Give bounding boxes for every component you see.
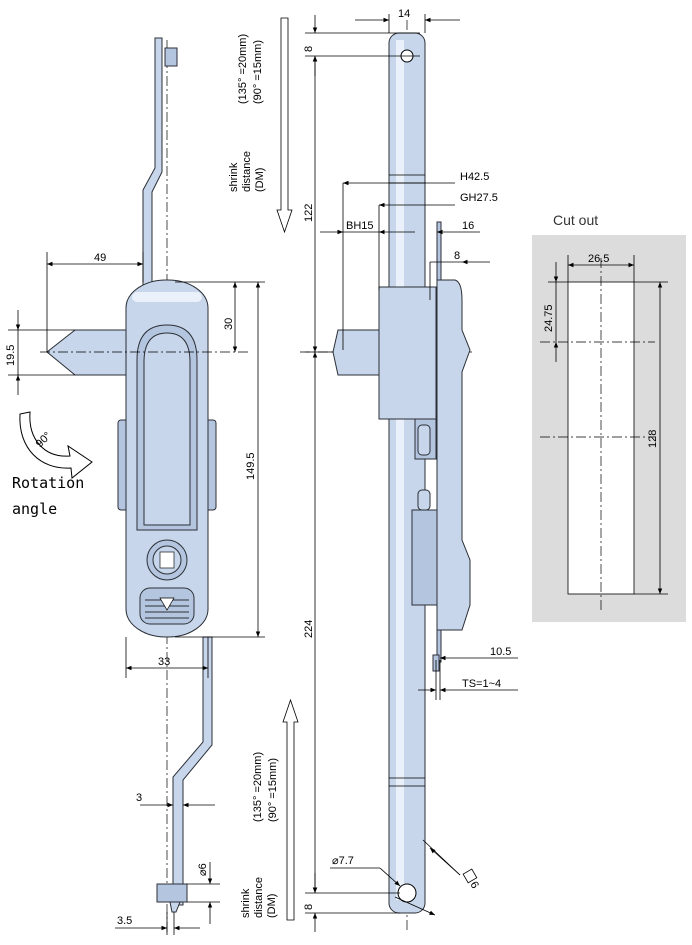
side-housing: [378, 286, 437, 420]
dim-8-bottom: 8: [303, 904, 315, 910]
cutout-title: Cut out: [553, 212, 598, 228]
dim-diameter-7-7: ⌀7.7: [332, 855, 354, 867]
dim-30: 30: [223, 318, 235, 330]
dim-diameter-6: ⌀6: [197, 863, 209, 876]
dim-ts: TS=1~4: [462, 678, 501, 690]
lower-rod: [172, 636, 213, 906]
side-rod: [388, 32, 426, 914]
dim-19-5: 19.5: [5, 345, 17, 366]
dim-10-5: 10.5: [490, 646, 511, 658]
annotation-texts: Rotation angle 90° 49 19.5 30 149.5 33 3…: [5, 8, 659, 927]
shrink-bottom-line3: shrink: [240, 888, 252, 918]
shrink-top-line2: (90° =15mm): [252, 40, 264, 104]
dim-bh15: BH15: [346, 220, 374, 232]
shrink-bottom-line4: distance: [253, 877, 265, 918]
dim-3-5: 3.5: [117, 915, 132, 927]
cutout-panel: [532, 235, 686, 622]
dim-16: 16: [462, 220, 474, 232]
shrink-top-line5: (DM): [254, 168, 266, 192]
rotation-label-line2: angle: [12, 500, 57, 518]
dim-8-top: 8: [303, 46, 315, 52]
dim-224: 224: [303, 620, 315, 638]
lever-tongue: [46, 329, 131, 376]
cutout-dim-24-75: 24.75: [543, 304, 555, 332]
side-back-plate: [436, 279, 471, 631]
svg-text:6: 6: [467, 880, 480, 891]
shrink-top-line4: distance: [241, 151, 253, 192]
cutout-dim-26-5: 26.5: [588, 253, 609, 265]
shrink-top-line3: shrink: [228, 162, 240, 192]
dim-33: 33: [158, 656, 170, 668]
upper-rod-nut: [164, 47, 178, 67]
dim-49: 49: [94, 252, 106, 264]
upper-rod: [142, 37, 163, 287]
rotation-arrow-icon: [19, 411, 93, 479]
dim-square-6: 6: [462, 868, 481, 891]
dim-h42-5: H42.5: [460, 171, 489, 183]
dim-122: 122: [303, 204, 315, 222]
dim-8-right: 8: [454, 250, 460, 262]
shrink-bottom-line5: (DM): [266, 894, 278, 918]
shrink-bottom-line2: (90° =15mm): [267, 758, 279, 822]
side-view-dimensions: [305, 14, 518, 932]
dim-3: 3: [136, 792, 142, 804]
shrink-distance-arrows: [276, 17, 299, 921]
side-lever: [332, 329, 381, 376]
dim-149-5: 149.5: [245, 452, 257, 480]
rotation-label-line1: Rotation: [12, 474, 84, 492]
front-view-dimensions: [8, 252, 265, 935]
shrink-top-line1: (135° =20mm): [237, 34, 249, 104]
side-view: [300, 20, 475, 930]
dim-14: 14: [398, 8, 410, 20]
cutout-dim-128: 128: [647, 430, 659, 448]
front-view: [19, 37, 217, 935]
dim-gh27-5: GH27.5: [460, 192, 498, 204]
lower-rod-nut: [156, 883, 188, 903]
shrink-bottom-line1: (135° =20mm): [252, 752, 264, 822]
